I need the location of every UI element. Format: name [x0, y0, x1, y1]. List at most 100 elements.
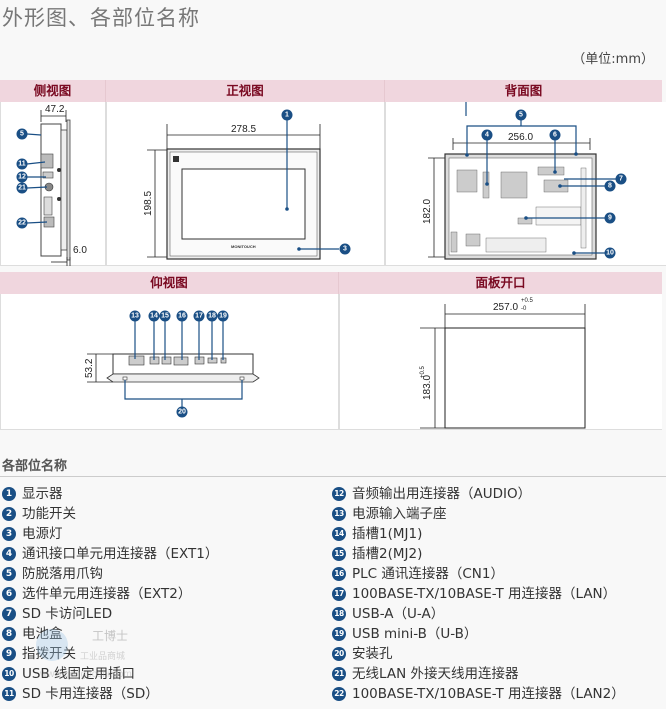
callout-15: 15	[159, 310, 171, 322]
number-badge-icon: 12	[332, 487, 346, 501]
cutout-dim-height: 183.0	[422, 375, 433, 400]
side-dim-bezel: 6.0	[73, 245, 87, 256]
svg-text:11: 11	[18, 161, 26, 168]
number-badge-icon: 9	[2, 647, 16, 661]
number-badge-icon: 14	[332, 527, 346, 541]
callout-1: 1	[281, 109, 293, 121]
panel-cutout-header: 面板开口	[339, 272, 662, 294]
brand-label: MONITOUCH	[231, 244, 256, 249]
svg-text:22: 22	[18, 220, 26, 227]
number-badge-icon: 15	[332, 547, 346, 561]
bottom-view-header: 仰视图	[0, 272, 339, 294]
svg-text:4: 4	[485, 132, 489, 139]
callout-5: 5	[16, 128, 28, 140]
callout-6: 6	[549, 129, 561, 141]
svg-text:5: 5	[20, 131, 24, 138]
callout-14: 14	[148, 310, 160, 322]
side-view-header: 侧视图	[0, 80, 106, 102]
front-dim-height: 198.5	[143, 191, 154, 216]
svg-text:8: 8	[608, 183, 612, 190]
parts-divider	[0, 476, 666, 477]
cutout-height-tol-plus: +0.5	[420, 365, 426, 378]
header-row-1: 侧视图 正视图 背面图	[0, 80, 666, 102]
parts-heading: 各部位名称	[2, 459, 68, 474]
number-badge-icon: 6	[2, 587, 16, 601]
callout-22: 22	[16, 217, 28, 229]
back-dim-width: 256.0	[508, 132, 533, 143]
back-dim-height: 182.0	[422, 199, 433, 224]
callout-16: 16	[176, 310, 188, 322]
svg-text:10: 10	[606, 250, 614, 257]
callout-20: 20	[176, 406, 188, 418]
unit-label: （单位:mm）	[572, 52, 654, 67]
number-badge-icon: 17	[332, 587, 346, 601]
number-badge-icon: 22	[332, 687, 346, 701]
number-badge-icon: 18	[332, 607, 346, 621]
bottom-view-drawing: 53.2 13	[0, 294, 339, 430]
svg-text:9: 9	[608, 215, 612, 222]
header-row-2: 仰视图 面板开口	[0, 272, 666, 294]
svg-text:3: 3	[343, 246, 347, 253]
number-badge-icon: 4	[2, 547, 16, 561]
number-badge-icon: 5	[2, 567, 16, 581]
svg-text:13: 13	[131, 313, 139, 320]
callout-9: 9	[604, 212, 616, 224]
drawings-table: 侧视图 正视图 背面图 47.2 6.0	[0, 80, 666, 430]
number-badge-icon: 2	[2, 507, 16, 521]
number-badge-icon: 20	[332, 647, 346, 661]
svg-text:12: 12	[18, 174, 26, 181]
svg-text:16: 16	[178, 313, 186, 320]
svg-text:17: 17	[195, 313, 203, 320]
callout-5-back: 5	[515, 109, 527, 121]
drawing-row-1: 47.2 6.0 5 11 12	[0, 102, 666, 266]
number-badge-icon: 3	[2, 527, 16, 541]
back-view-header: 背面图	[385, 80, 662, 102]
front-view-header: 正视图	[106, 80, 385, 102]
callout-10: 10	[604, 247, 616, 259]
number-badge-icon: 13	[332, 507, 346, 521]
callout-21: 21	[16, 182, 28, 194]
number-badge-icon: 10	[2, 667, 16, 681]
svg-text:14: 14	[150, 313, 158, 320]
callout-12: 12	[16, 171, 28, 183]
callout-8: 8	[604, 180, 616, 192]
svg-text:1: 1	[285, 112, 289, 119]
svg-text:6: 6	[553, 132, 557, 139]
side-dim-width: 47.2	[45, 104, 65, 115]
svg-text:21: 21	[18, 185, 26, 192]
svg-text:19: 19	[219, 313, 227, 320]
cutout-width-tol-minus: -0	[521, 306, 527, 312]
svg-text:15: 15	[161, 313, 169, 320]
callout-4: 4	[481, 129, 493, 141]
number-badge-icon: 11	[2, 687, 16, 701]
number-badge-icon: 19	[332, 627, 346, 641]
number-badge-icon: 16	[332, 567, 346, 581]
callout-19: 19	[217, 310, 229, 322]
drawing-row-2: 53.2 13	[0, 294, 666, 430]
callout-17: 17	[193, 310, 205, 322]
back-view-drawing: 256.0 182.0	[385, 102, 666, 266]
number-badge-icon: 7	[2, 607, 16, 621]
callout-18: 18	[206, 310, 218, 322]
svg-text:7: 7	[619, 176, 623, 183]
cutout-dim-width: 257.0	[493, 302, 518, 313]
number-badge-icon: 21	[332, 667, 346, 681]
